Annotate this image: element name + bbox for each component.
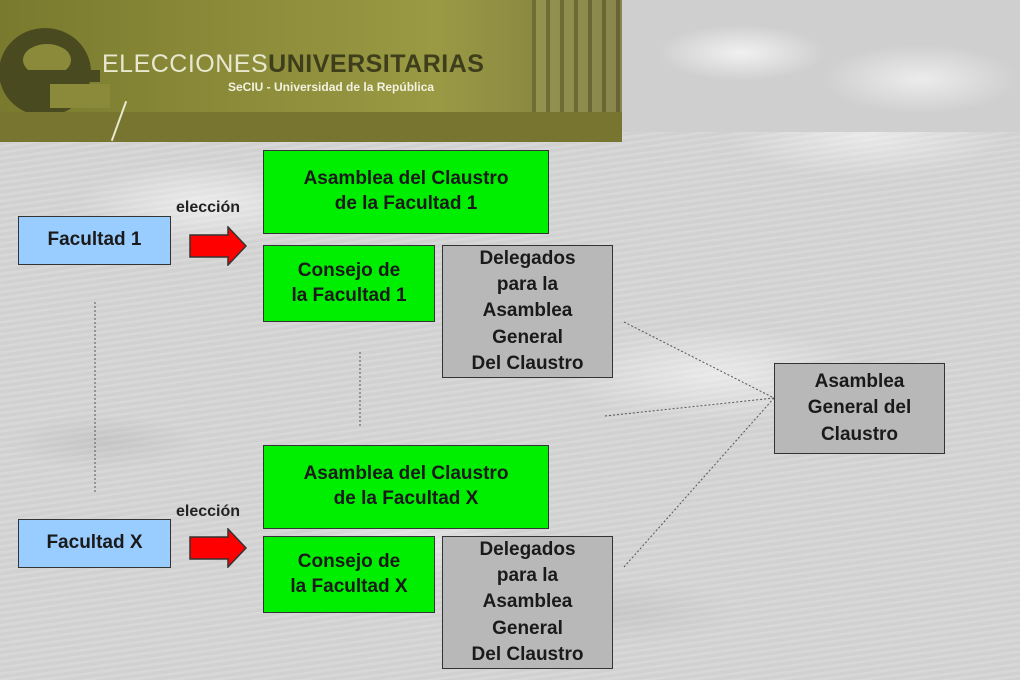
election-label-1: elección — [176, 199, 241, 216]
building-columns-decoration — [532, 0, 622, 115]
banner-title-part2: UNIVERSITARIAS — [268, 50, 485, 78]
header-banner: ELECCIONESUNIVERSITARIAS SeCIU - Univers… — [0, 0, 622, 142]
connector-delegados1-general — [623, 321, 775, 399]
asamblea-facultad-x-box: Asamblea del Claustro de la Facultad X — [263, 445, 549, 529]
delegados-facultad-1-box: Delegados para la Asamblea General Del C… — [442, 245, 613, 378]
banner-title: ELECCIONESUNIVERSITARIAS — [102, 50, 484, 79]
asamblea-facultad-1-box: Asamblea del Claustro de la Facultad 1 — [263, 150, 549, 234]
consejo-facultad-x-box: Consejo de la Facultad X — [263, 536, 435, 613]
banner-subtitle: SeCIU - Universidad de la República — [228, 80, 435, 94]
background-texture — [622, 0, 1020, 132]
election-label-x: elección — [176, 503, 241, 520]
delegados-facultad-x-box: Delegados para la Asamblea General Del C… — [442, 536, 613, 669]
banner-title-part1: ELECCIONES — [102, 50, 269, 78]
letter-e-logo-icon — [0, 28, 110, 116]
right-arrow-icon — [189, 226, 248, 266]
facultad-x-box: Facultad X — [18, 519, 171, 568]
asamblea-general-box: Asamblea General del Claustro — [774, 363, 945, 454]
banner-bottom-strip — [0, 112, 622, 142]
connector-delegadosx-general — [623, 397, 775, 568]
connector-middle-general — [604, 397, 775, 417]
right-arrow-icon — [189, 528, 248, 568]
consejo-facultad-1-box: Consejo de la Facultad 1 — [263, 245, 435, 322]
facultad-1-box: Facultad 1 — [18, 216, 171, 265]
